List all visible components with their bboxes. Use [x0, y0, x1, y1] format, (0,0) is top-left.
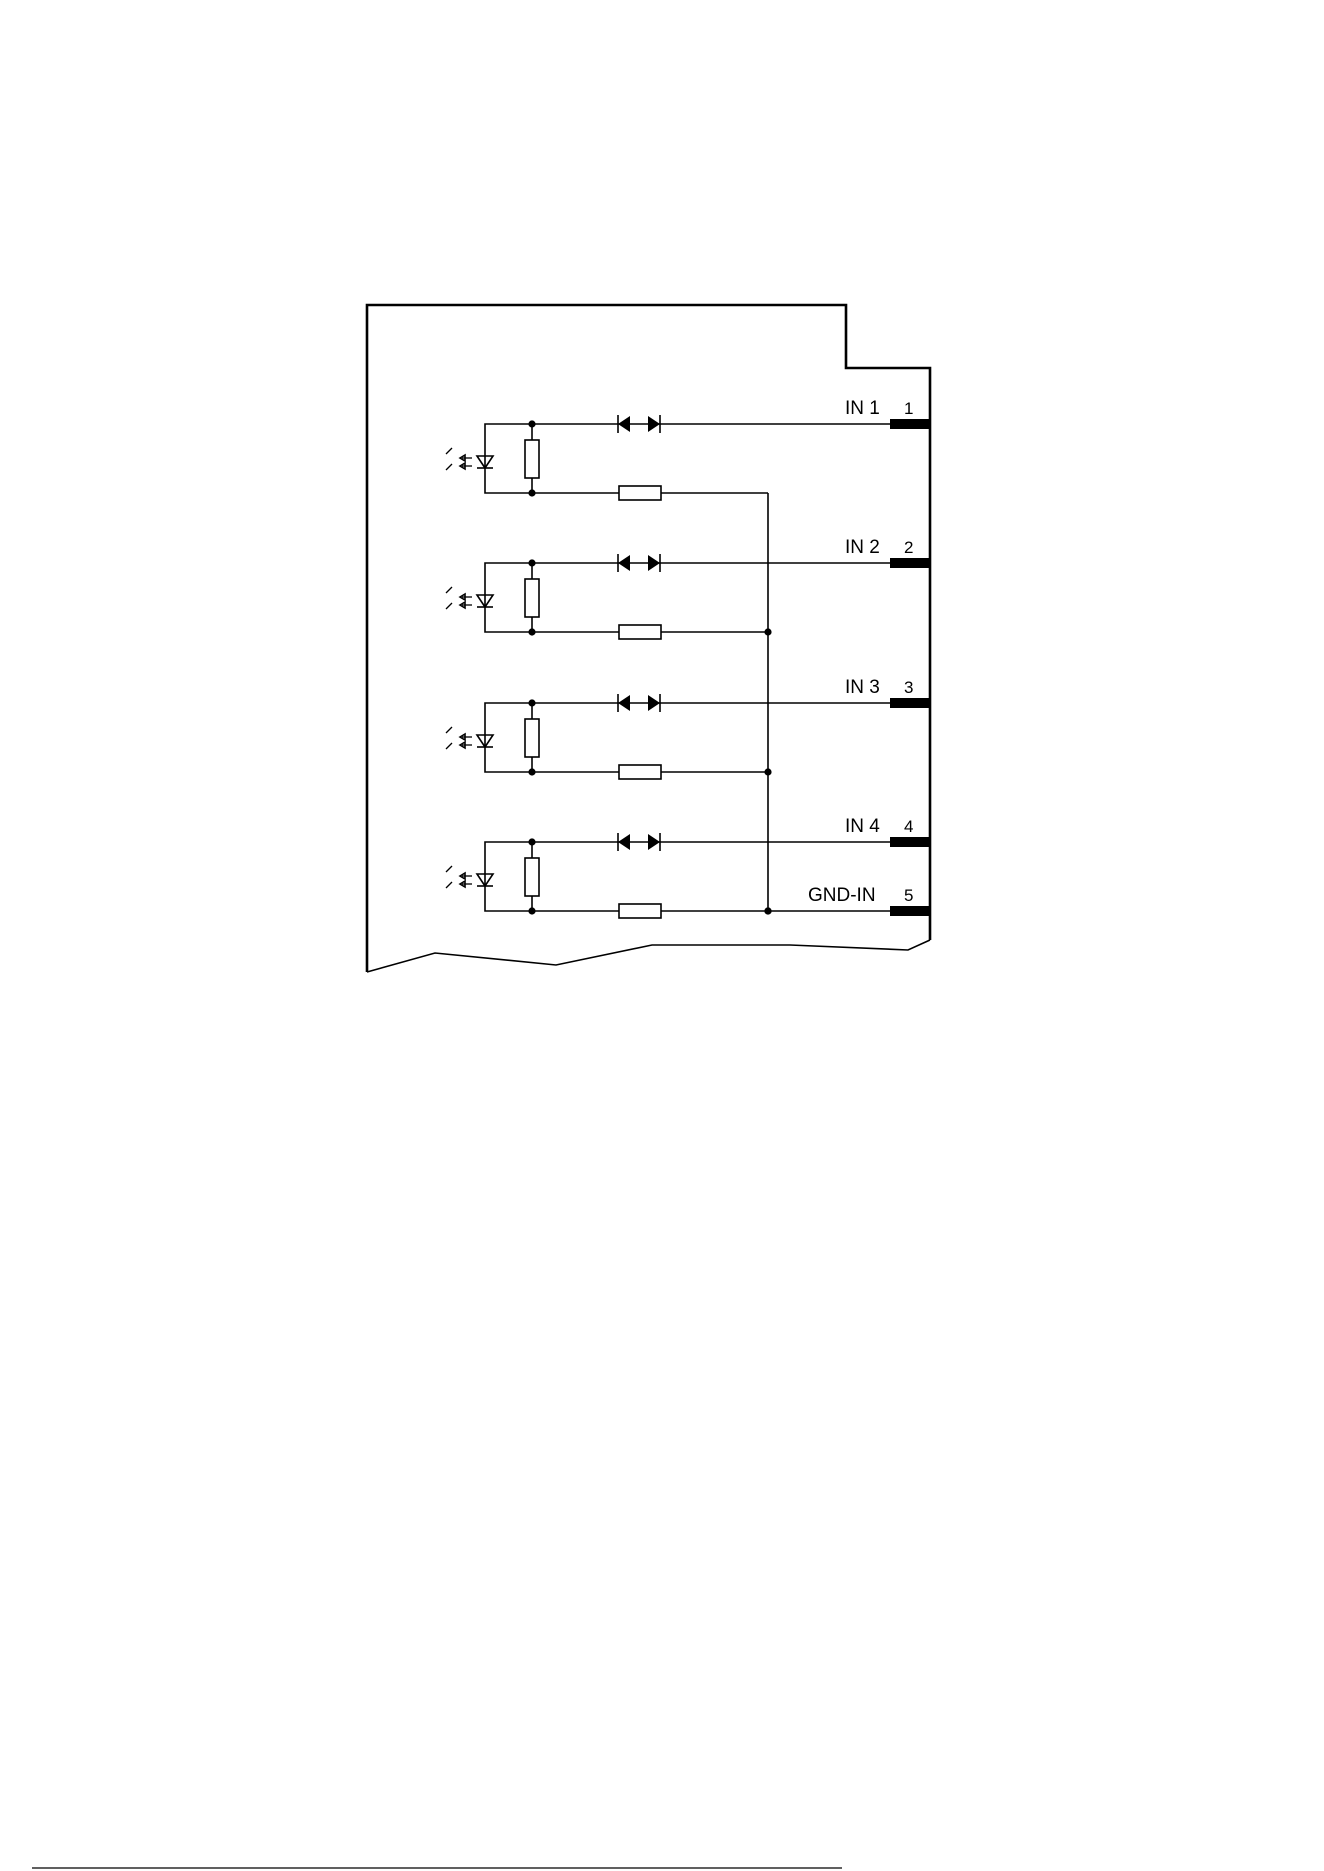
photo-mark: [446, 448, 452, 454]
channel-group: IN 1 1 IN 2 2 IN 3 3 IN 4 4: [446, 398, 930, 918]
shunt-resistor: [525, 579, 539, 617]
housing-break-line: [367, 940, 930, 972]
diode-left: [618, 416, 630, 432]
bus-junction-dot: [764, 907, 771, 914]
channel-label: IN 4: [845, 816, 880, 837]
diode-right: [648, 695, 660, 711]
channel-label: IN 2: [845, 537, 880, 558]
photo-mark: [446, 587, 452, 593]
channel-label: IN 3: [845, 677, 880, 698]
photo-mark: [446, 727, 452, 733]
shunt-resistor: [525, 719, 539, 757]
channel-label: IN 1: [845, 398, 880, 419]
shunt-resistor: [525, 858, 539, 896]
diode-right: [648, 416, 660, 432]
terminal-pin: [890, 419, 930, 429]
terminal-pin: [890, 698, 930, 708]
photo-mark: [446, 603, 452, 609]
input-channel-2: IN 2 2: [446, 537, 930, 639]
diode-left: [618, 555, 630, 571]
pin-number: 1: [904, 399, 913, 418]
pin-number: 3: [904, 678, 913, 697]
photo-mark: [446, 882, 452, 888]
input-channel-1: IN 1 1: [446, 398, 930, 500]
ground-label: GND-IN: [808, 885, 876, 906]
terminal-pin: [890, 558, 930, 568]
series-resistor: [619, 904, 661, 918]
diode-left: [618, 834, 630, 850]
bus-junction-dot: [764, 628, 771, 635]
terminal-pin: [890, 837, 930, 847]
pin-number: 4: [904, 817, 913, 836]
ground-row: GND-IN 5: [764, 885, 930, 916]
pin-number: 2: [904, 538, 913, 557]
pin-number: 5: [904, 886, 913, 905]
series-resistor: [619, 486, 661, 500]
photo-mark: [446, 743, 452, 749]
bus-junction-dot: [764, 768, 771, 775]
terminal-pin: [890, 906, 930, 916]
shunt-resistor: [525, 440, 539, 478]
diode-left: [618, 695, 630, 711]
series-resistor: [619, 625, 661, 639]
photo-mark: [446, 866, 452, 872]
diode-right: [648, 555, 660, 571]
photo-mark: [446, 464, 452, 470]
series-resistor: [619, 765, 661, 779]
input-channel-3: IN 3 3: [446, 677, 930, 779]
diode-right: [648, 834, 660, 850]
